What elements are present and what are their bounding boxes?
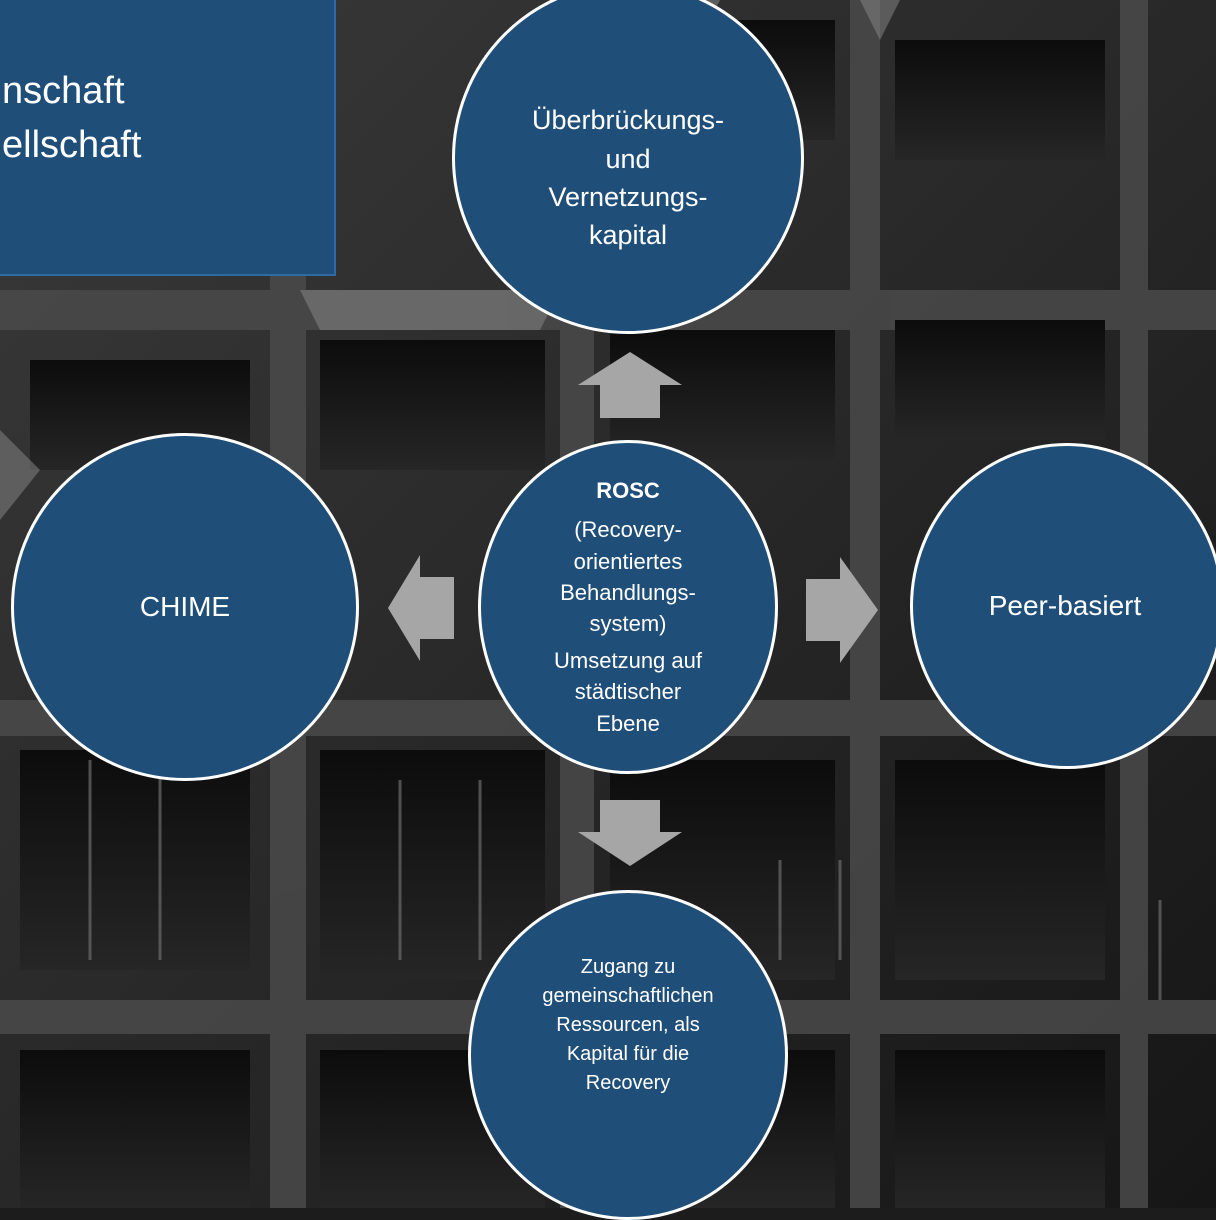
node-right: Peer-basiert [910, 443, 1216, 769]
node-center-title: ROSC [596, 478, 660, 504]
arrow-up-icon [578, 352, 682, 418]
node-bottom-line-1: Zugang zu [580, 955, 676, 978]
node-center-line-2: orientiertes [573, 548, 683, 574]
node-center-sub-2: städtischer [574, 679, 682, 705]
node-center-line-1: (Recovery- [574, 517, 682, 543]
node-right-label: Peer-basiert [988, 590, 1142, 621]
node-bottom-line-4: Kapital für die [566, 1042, 690, 1065]
node-center-sub-3: Ebene [596, 710, 660, 736]
arrow-right-icon [806, 557, 878, 663]
node-top: Überbrückungs- und Vernetzungs- kapital [452, 0, 804, 334]
node-left-label: CHIME [139, 591, 231, 622]
node-top-line-3: Vernetzungs- [548, 182, 708, 212]
title-box: nschaft ellschaft [0, 0, 336, 276]
node-top-line-1: Überbrückungs- [531, 105, 725, 136]
node-bottom: Zugang zu gemeinschaftlichen Ressourcen,… [468, 890, 788, 1220]
node-bottom-line-2: gemeinschaftlichen [542, 984, 714, 1007]
node-center-line-4: system) [589, 611, 667, 636]
node-bottom-line-3: Ressourcen, als [556, 1013, 700, 1036]
arrow-left-icon [388, 555, 454, 661]
node-center-line-3: Behandlungs- [560, 579, 696, 605]
node-top-line-4: kapital [588, 220, 668, 251]
node-left: CHIME [11, 433, 359, 781]
node-top-line-2: und [605, 143, 651, 174]
node-center: ROSC (Recovery- orientiertes Behandlungs… [478, 440, 778, 774]
arrow-down-icon [578, 800, 682, 866]
title-line-2: ellschaft [2, 124, 142, 166]
node-center-sub-1: Umsetzung auf [554, 648, 702, 674]
node-bottom-line-5: Recovery [585, 1071, 671, 1094]
title-line-1: nschaft [2, 70, 125, 112]
